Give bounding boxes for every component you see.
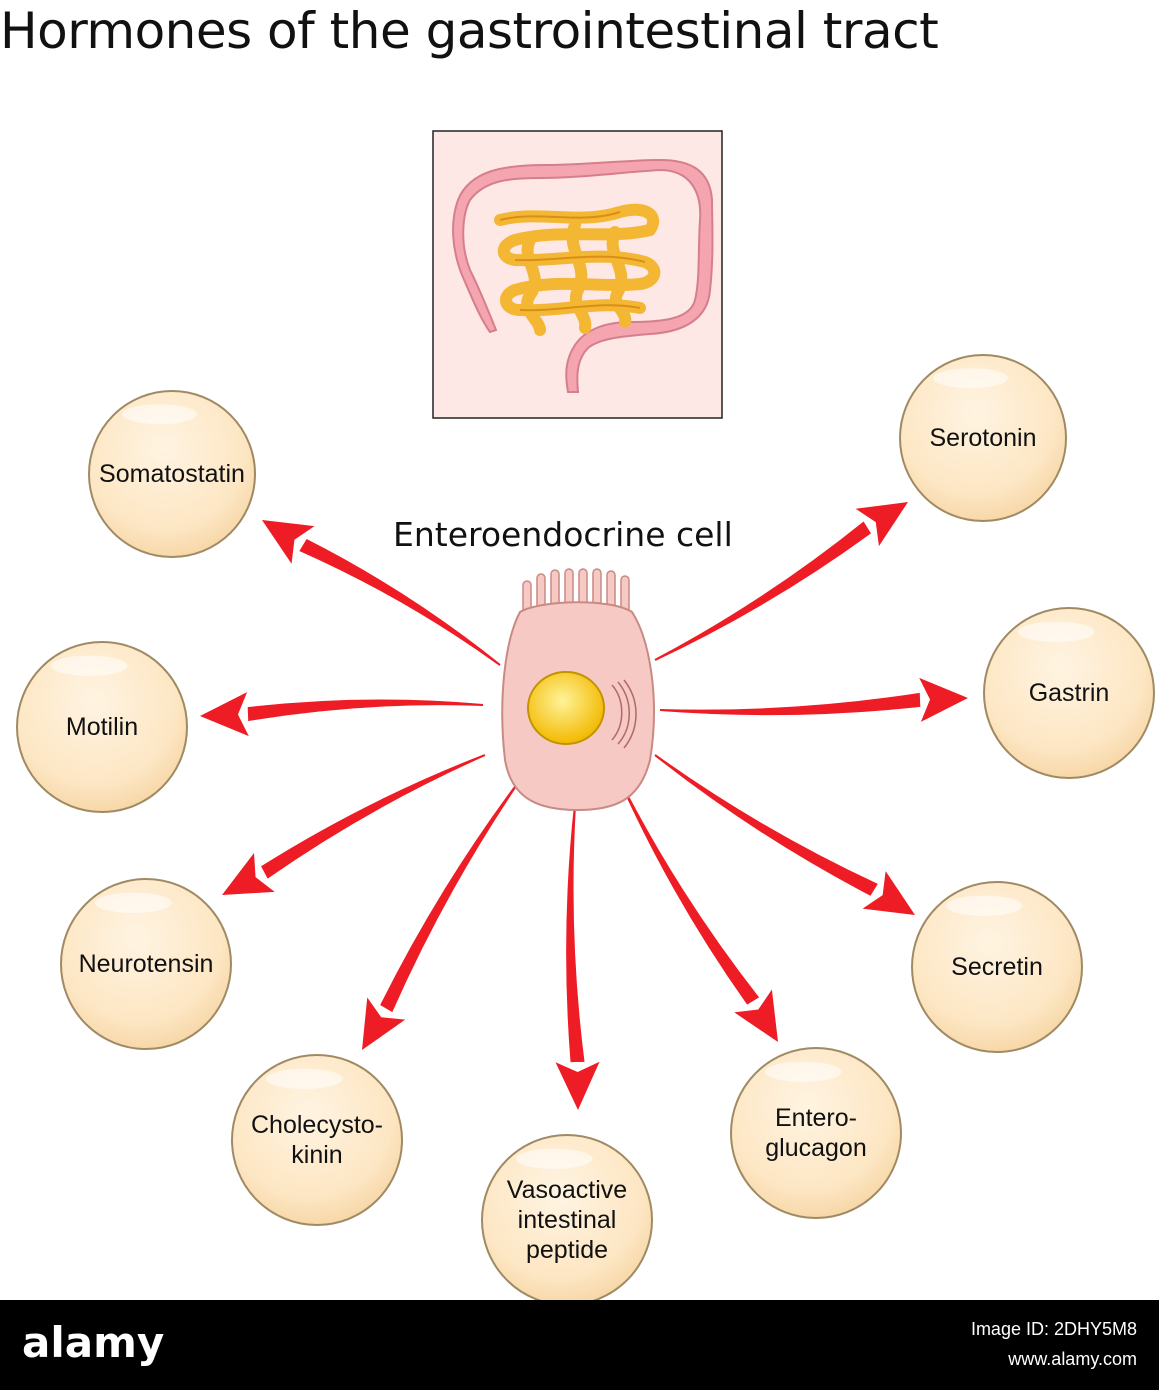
hormone-label-motilin: Motilin xyxy=(66,712,138,742)
arrow-to-cholecystokinin xyxy=(362,779,521,1050)
hormone-circle-vasoactive-intestinal-peptide xyxy=(481,1134,653,1300)
arrow-shaft xyxy=(247,699,484,722)
hormone-circles-group xyxy=(16,354,1155,1300)
hormone-label-line: Cholecysto- xyxy=(251,1111,383,1139)
arrow-head xyxy=(862,871,915,915)
arrow-head xyxy=(919,677,968,722)
hormone-label-line: kinin xyxy=(291,1141,343,1169)
hormone-label-line: glucagon xyxy=(765,1134,867,1162)
hormone-label-line: Gastrin xyxy=(1028,679,1110,707)
arrow-head xyxy=(855,502,908,547)
hormone-label-enteroglucagon: Entero-glucagon xyxy=(765,1103,866,1163)
hormone-circle-somatostatin xyxy=(88,390,256,558)
hormone-label-cholecystokinin: Cholecysto-kinin xyxy=(251,1110,383,1170)
circle-highlight xyxy=(266,1068,343,1090)
arrow-to-motilin xyxy=(200,692,484,737)
hormone-circle-enteroglucagon xyxy=(730,1047,902,1219)
hormone-label-serotonin: Serotonin xyxy=(929,423,1036,453)
hormone-circle-gastrin xyxy=(983,607,1155,779)
circle-highlight xyxy=(516,1148,593,1170)
arrow-to-neurotensin xyxy=(222,754,486,895)
circle-highlight xyxy=(946,895,1023,916)
hormone-circle-cholecystokinin xyxy=(231,1054,403,1226)
arrow-head xyxy=(222,853,275,895)
page-title: Hormones of the gastrointestinal tract xyxy=(0,2,939,60)
arrow-head xyxy=(362,997,406,1050)
hormone-circle-secretin xyxy=(911,881,1083,1053)
arrow-shaft xyxy=(566,804,585,1063)
hormone-label-neurotensin: Neurotensin xyxy=(79,949,214,979)
arrows-group xyxy=(200,502,968,1110)
hormone-circle-neurotensin xyxy=(60,878,232,1050)
arrow-shaft xyxy=(261,754,486,879)
hormone-label-line: Somatostatin xyxy=(99,460,245,488)
hormone-label-line: Motilin xyxy=(65,713,139,741)
arrow-to-vasoactive-intestinal-peptide xyxy=(555,804,600,1110)
arrow-shaft xyxy=(659,692,921,716)
arrow-shaft xyxy=(654,754,878,896)
circle-highlight xyxy=(933,368,1008,389)
hormone-label-line: Neurotensin xyxy=(78,950,214,978)
watermark-image-id: Image ID: 2DHY5M8 xyxy=(970,1319,1137,1339)
enteroendocrine-cell-label: Enteroendocrine cell xyxy=(393,515,733,554)
arrow-head xyxy=(262,520,315,564)
circle-highlight xyxy=(122,404,197,425)
diagram-canvas xyxy=(16,130,1155,1300)
arrow-head xyxy=(555,1061,600,1110)
watermark-logo: alamy xyxy=(22,1318,165,1367)
hormone-label-line: Secretin xyxy=(951,953,1043,981)
hormone-label-somatostatin: Somatostatin xyxy=(99,459,245,489)
circle-highlight xyxy=(51,655,128,676)
arrow-to-serotonin xyxy=(654,502,908,661)
hormone-label-secretin: Secretin xyxy=(951,952,1043,982)
arrow-to-gastrin xyxy=(659,677,968,722)
enteroendocrine-cell-illustration xyxy=(501,568,655,812)
circle-highlight xyxy=(1018,621,1095,642)
intestine-illustration xyxy=(432,130,723,419)
arrow-to-secretin xyxy=(654,754,915,915)
arrow-shaft xyxy=(299,538,501,666)
watermark-site: www.alamy.com xyxy=(1008,1349,1137,1369)
hormone-label-line: intestinal xyxy=(517,1206,617,1234)
hormone-label-line: peptide xyxy=(525,1236,609,1264)
circle-highlight xyxy=(765,1061,842,1083)
hormone-label-line: Entero- xyxy=(775,1104,857,1132)
arrow-shaft xyxy=(654,521,871,661)
arrow-shaft xyxy=(621,784,760,1005)
hormone-label-line: Serotonin xyxy=(929,424,1037,452)
watermark-info: Image ID: 2DHY5M8 www.alamy.com xyxy=(971,1314,1137,1374)
hormone-label-gastrin: Gastrin xyxy=(1029,678,1110,708)
watermark-bar: alamy Image ID: 2DHY5M8 www.alamy.com xyxy=(0,1300,1159,1390)
hormone-circle-serotonin xyxy=(899,354,1067,522)
arrow-to-somatostatin xyxy=(262,520,501,666)
arrow-head xyxy=(200,692,249,737)
hormone-circle-motilin xyxy=(16,641,188,813)
circle-highlight xyxy=(95,892,172,913)
hormone-label-line: Vasoactive xyxy=(506,1176,628,1204)
arrow-shaft xyxy=(380,779,521,1013)
arrow-head xyxy=(734,989,778,1042)
arrow-to-enteroglucagon xyxy=(621,784,778,1042)
